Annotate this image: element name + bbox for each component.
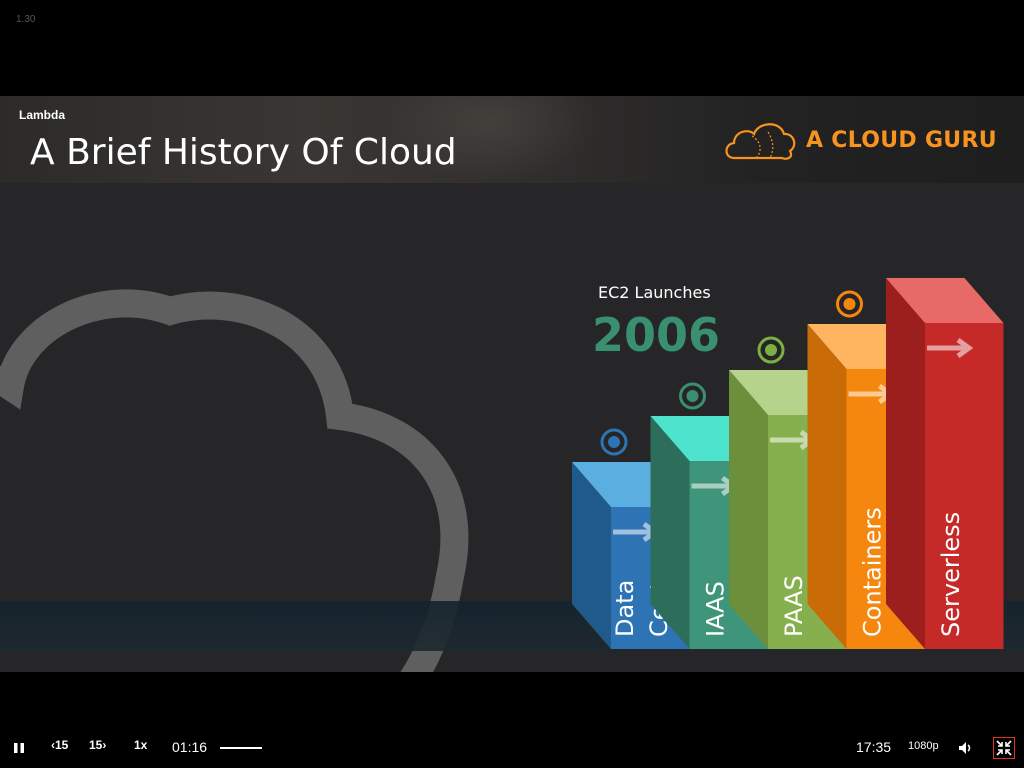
module-label: Lambda — [19, 108, 66, 122]
step-side-face — [886, 278, 925, 649]
playback-speed-button[interactable]: 1x — [134, 738, 148, 752]
step-label: PAAS — [780, 575, 808, 637]
milestone-ring-icon — [836, 290, 863, 318]
milestone-ring-icon — [600, 428, 628, 456]
milestone-dot-icon — [686, 390, 699, 402]
step-front-face — [925, 323, 1004, 649]
milestone-dot-icon — [765, 344, 777, 356]
cloud-logo-icon — [725, 123, 796, 160]
player-controls: ‹15 15› 1x 01:16 17:35 1080p — [0, 728, 1024, 768]
step-label: Data — [611, 580, 639, 637]
milestone-ring-icon — [757, 336, 785, 364]
milestone-ring-icon — [679, 382, 706, 410]
cloud-outline-graphic — [0, 289, 469, 672]
chevron-right-icon: › — [102, 738, 107, 752]
version-overlay: 1.30 — [16, 14, 36, 25]
volume-icon[interactable] — [957, 740, 973, 756]
slide-title: A Brief History Of Cloud — [30, 132, 457, 173]
step-side-face — [729, 370, 768, 649]
cloud-evolution-steps: DataCentreIAASPAASContainersServerless — [572, 278, 1004, 649]
milestone-dot-icon — [608, 436, 620, 448]
progress-bar[interactable] — [220, 747, 262, 749]
step-side-face — [572, 462, 611, 649]
compress-icon — [996, 740, 1012, 756]
forward-15-button[interactable]: 15› — [89, 738, 107, 752]
pause-icon[interactable] — [12, 741, 26, 755]
step-side-face — [807, 324, 847, 649]
slide-header: Lambda A Brief History Of Cloud A CLOUD … — [0, 96, 1024, 183]
step-label: Containers — [859, 507, 887, 637]
step-side-face — [650, 416, 690, 649]
step-label: Serverless — [937, 512, 965, 637]
brand-name: A CLOUD GURU — [806, 127, 997, 153]
step-label: IAAS — [702, 581, 730, 637]
rewind-15-button[interactable]: ‹15 — [51, 738, 69, 752]
video-frame[interactable]: Lambda A Brief History Of Cloud A CLOUD … — [0, 96, 1024, 672]
current-time: 01:16 — [172, 739, 208, 755]
brand-logo: A CLOUD GURU — [722, 118, 997, 162]
quality-button[interactable]: 1080p — [908, 740, 939, 752]
milestone-dot-icon — [843, 298, 856, 310]
step-top-face — [886, 278, 1004, 323]
ec2-callout-label: EC2 Launches — [598, 283, 711, 302]
exit-fullscreen-button[interactable] — [993, 737, 1015, 759]
step-arrow-icon — [927, 337, 974, 359]
duration: 17:35 — [856, 739, 892, 755]
ec2-callout-year: 2006 — [592, 308, 721, 362]
chevron-left-icon: ‹ — [51, 738, 55, 752]
